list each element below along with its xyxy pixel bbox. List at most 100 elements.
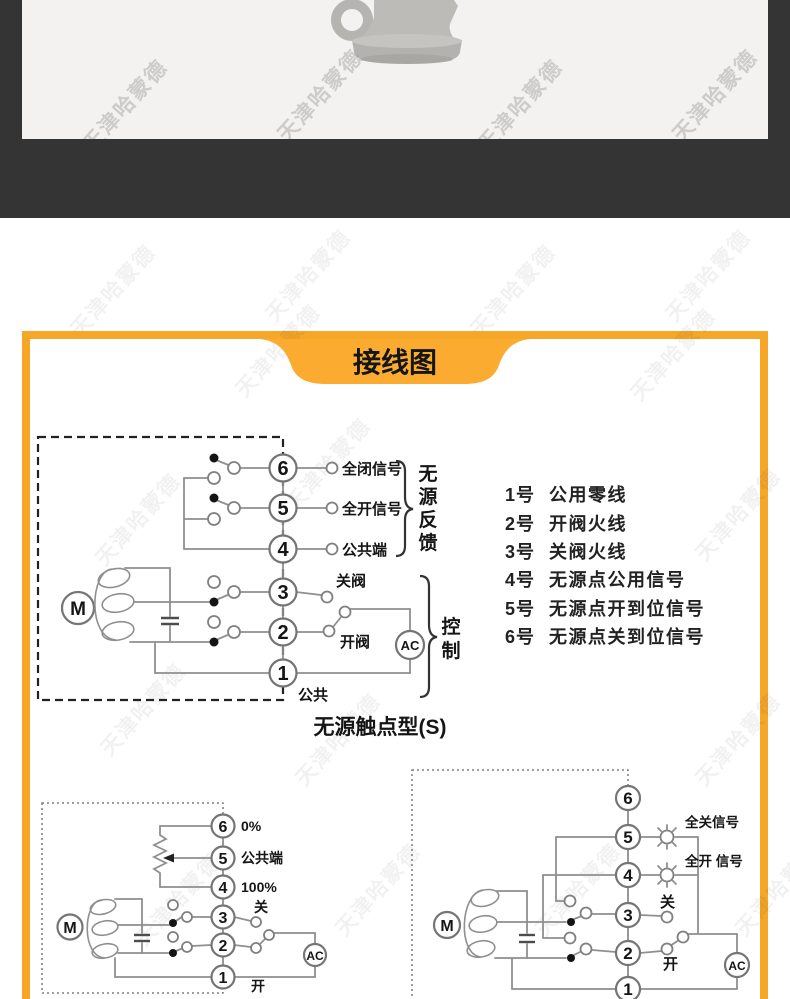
feedback-brace-char: 反 <box>418 509 437 531</box>
terminal-list-item: 5号 无源点开到位信号 <box>505 594 705 622</box>
signal-lamps <box>657 824 677 888</box>
base-highlight <box>352 34 462 48</box>
actuator-boundary-dotted-box <box>411 769 629 999</box>
terminal-number: 1 <box>623 980 632 999</box>
terminal-number: 4 <box>219 880 228 897</box>
potentiometer-wiper-arrow <box>163 853 174 863</box>
watermark: 天津哈蒙德 <box>626 304 721 406</box>
base-rim <box>361 54 453 64</box>
wires <box>494 797 738 990</box>
terminal-no: 4号 <box>505 570 536 591</box>
handle-ring <box>331 0 373 41</box>
terminal-no: 1号 <box>505 485 536 506</box>
terminal-no: 2号 <box>505 513 536 534</box>
motor-windings <box>86 898 119 960</box>
control-brace-char: 控 <box>441 615 460 638</box>
label-open: 开 <box>663 956 678 973</box>
terminal-list-item: 1号 公用零线 <box>505 480 705 508</box>
wiring-diagram-section: 天津哈蒙德 天津哈蒙德 天津哈蒙德 天津哈蒙德 天津哈蒙德 天津哈蒙德 天津哈蒙… <box>22 301 790 999</box>
terminal-list-item: 3号 关阀火线 <box>505 537 705 565</box>
motor-circle <box>432 910 462 940</box>
limit-switch-contacts <box>563 894 690 962</box>
label-common: 公共 <box>298 687 328 704</box>
label-0-percent: 0% <box>241 818 262 834</box>
terminal-strip: 6 5 4 3 2 1 <box>614 784 642 999</box>
terminal-desc: 无源点关到位信号 <box>549 627 705 648</box>
terminal-number: 4 <box>277 539 289 561</box>
modulating-wiring-diagram: M <box>41 802 328 994</box>
ac-source-circle <box>723 951 751 979</box>
terminal-strip: 6 5 4 3 2 1 <box>268 453 298 688</box>
section-banner: 接线图 <box>260 339 530 385</box>
terminal-list-item: 6号 无源点关到位信号 <box>505 622 705 650</box>
terminal-number: 3 <box>623 906 632 925</box>
motor-label: M <box>440 918 453 935</box>
feedback-brace-char: 无 <box>418 464 437 485</box>
terminal-number: 3 <box>277 582 288 604</box>
handle-body <box>352 0 458 42</box>
label-common-terminal: 公共端 <box>342 541 387 559</box>
terminal-no: 6号 <box>505 627 536 648</box>
terminal-list-item: 2号 开阀火线 <box>505 508 705 536</box>
terminal-number: 1 <box>277 663 288 685</box>
limit-switch-contacts <box>167 899 275 957</box>
control-brace-char: 制 <box>441 639 460 662</box>
watermark: 天津哈蒙德 <box>261 225 356 327</box>
banner-ribbon-shape <box>260 339 530 384</box>
terminal-number: 1 <box>219 970 228 987</box>
feedback-brace <box>395 459 414 558</box>
terminal-number: 4 <box>623 866 633 885</box>
terminal-number: 3 <box>219 910 228 927</box>
label-open: 开 <box>251 978 265 994</box>
motor-label: M <box>63 920 76 937</box>
terminal-desc: 关阀火线 <box>549 541 627 562</box>
control-brace <box>419 574 438 699</box>
main-wiring-diagram: M <box>36 435 461 739</box>
terminal-number: 5 <box>277 498 288 520</box>
motor-label: M <box>70 599 86 620</box>
ac-source-label: AC <box>728 959 746 973</box>
terminal-number: 5 <box>623 828 632 847</box>
label-full-close-signal: 全关信号 <box>684 814 739 830</box>
terminal-number: 6 <box>219 819 228 836</box>
actuator-boundary-dashed-box <box>36 435 285 702</box>
terminal-no: 5号 <box>505 598 536 619</box>
actuator-handle-photo-fragment <box>331 0 462 64</box>
feedback-brace-char: 源 <box>418 485 437 508</box>
terminal-number: 2 <box>623 944 632 963</box>
motor-windings <box>463 888 500 959</box>
feedback-brace-char: 馈 <box>418 531 437 554</box>
motor-circle <box>56 913 84 941</box>
label-close: 关 <box>660 893 675 911</box>
terminal-no: 3号 <box>505 541 536 562</box>
terminal-desc: 无源点开到位信号 <box>549 598 705 619</box>
terminal-number: 2 <box>277 622 288 644</box>
label-close-valve: 关阀 <box>336 572 366 590</box>
terminal-list-item: 4号 无源点公用信号 <box>505 565 705 593</box>
ac-source-label: AC <box>401 638 420 653</box>
watermark: 天津哈蒙德 <box>661 225 756 327</box>
label-100-percent: 100% <box>241 879 277 895</box>
label-close: 关 <box>254 899 268 915</box>
terminal-number: 6 <box>623 789 632 808</box>
motor-windings <box>94 567 135 642</box>
ac-source-label: AC <box>306 949 324 963</box>
label-full-open-signal: 全开信号 <box>341 500 402 518</box>
ac-source-circle <box>394 629 426 661</box>
terminal-number: 5 <box>219 851 228 868</box>
terminal-desc: 无源点公用信号 <box>549 570 686 591</box>
label-full-open-signal: 全开 信号 <box>684 853 743 869</box>
label-full-close-signal: 全闭信号 <box>341 460 402 478</box>
terminal-number: 6 <box>277 458 288 480</box>
hero-dark-band: 天津哈蒙德 天津哈蒙德 天津哈蒙德 天津哈蒙德 <box>0 0 790 218</box>
watermark: 天津哈蒙德 <box>466 240 561 342</box>
capacitor <box>134 933 150 943</box>
terminal-desc: 公用零线 <box>549 485 627 506</box>
wires <box>114 825 316 978</box>
motor-circle <box>60 590 96 626</box>
watermark: 天津哈蒙德 <box>66 240 161 342</box>
terminal-number: 2 <box>219 938 228 955</box>
terminal-desc: 开阀火线 <box>549 513 627 534</box>
capacitor <box>161 616 179 626</box>
